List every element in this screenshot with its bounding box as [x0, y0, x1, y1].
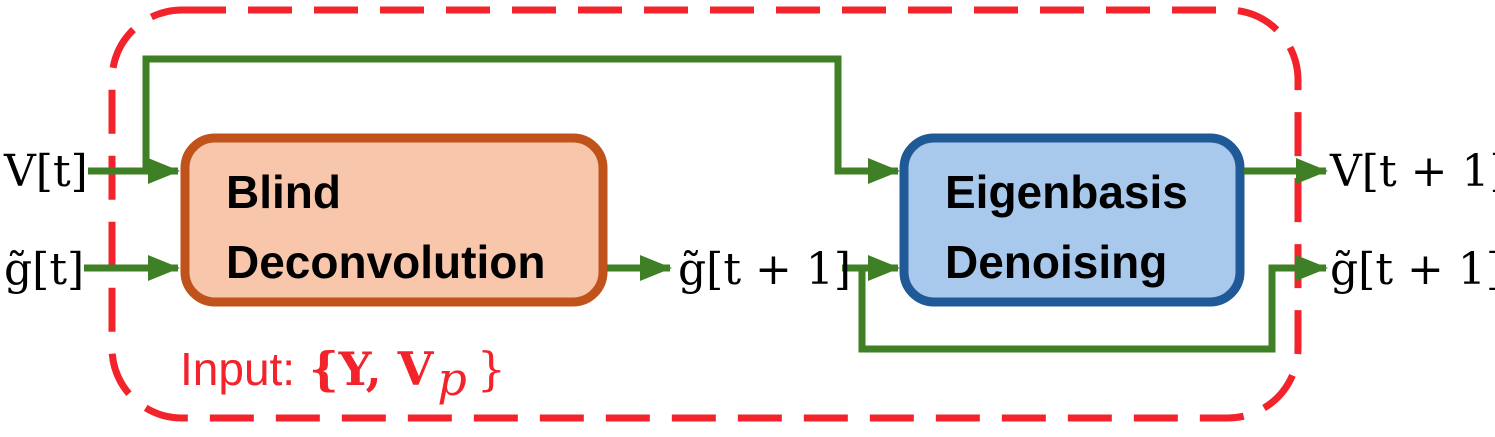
eigenbasis-denoising-block	[899, 133, 1245, 307]
wire-vt-bypass-to-eigen	[142, 55, 900, 184]
wire-intermediate-bypass-to-output	[858, 255, 1328, 353]
eigenbasis-denoising-line2: Denoising	[945, 236, 1167, 288]
blind-deconvolution-line2: Deconvolution	[226, 236, 545, 288]
input-set-open: {Y, V	[309, 342, 435, 396]
input-v-t-label: V[t]	[3, 146, 88, 197]
output-g-t1-label: g̃[t + 1]	[1330, 244, 1495, 295]
input-prefix: Input:	[180, 343, 295, 395]
input-set-subscript: p	[437, 352, 466, 406]
eigenbasis-denoising-line1: Eigenbasis	[945, 166, 1188, 218]
input-g-t-label: g̃[t]	[4, 244, 84, 295]
blind-deconvolution-line1: Blind	[226, 166, 341, 218]
input-set-close: }	[477, 342, 506, 396]
intermediate-g-t1-label: g̃[t + 1]	[678, 244, 851, 295]
dashed-frame	[108, 6, 1302, 422]
blind-deconvolution-block	[180, 133, 608, 307]
input-set-label: Input: {Y, V p }	[180, 342, 506, 406]
output-v-t1-label: V[t + 1]	[1329, 146, 1495, 197]
